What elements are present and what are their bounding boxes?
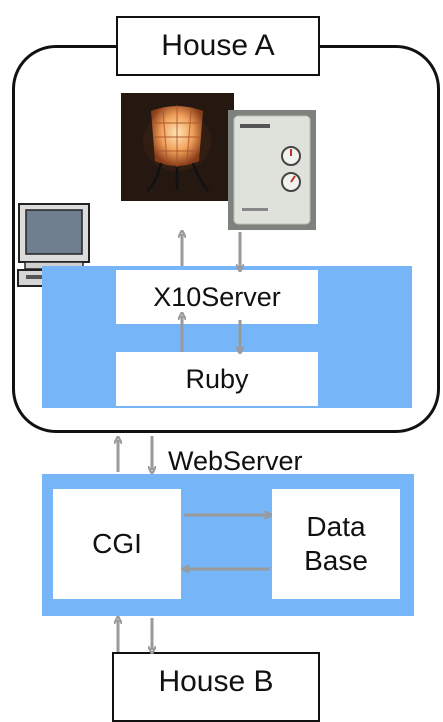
house-b-label-text: House B (158, 665, 274, 698)
x10-controller-photo (228, 110, 316, 230)
house-a-label-text: House A (161, 29, 275, 62)
webserver-label: WebServer (168, 446, 303, 476)
database-box: Data Base (272, 489, 400, 599)
database-label-line1: Data (306, 511, 366, 542)
x10server-box: X10Server (116, 270, 318, 324)
lamp-icon (121, 93, 234, 201)
ruby-box: Ruby (116, 352, 318, 406)
lamp-photo (121, 93, 234, 201)
ruby-label: Ruby (185, 363, 249, 394)
database-label-line2: Base (304, 545, 368, 576)
cgi-label: CGI (92, 528, 142, 559)
x10server-label: X10Server (153, 281, 281, 312)
controller-icon (228, 110, 316, 230)
cgi-box: CGI (53, 489, 181, 599)
house-a-label: House A (116, 16, 320, 76)
